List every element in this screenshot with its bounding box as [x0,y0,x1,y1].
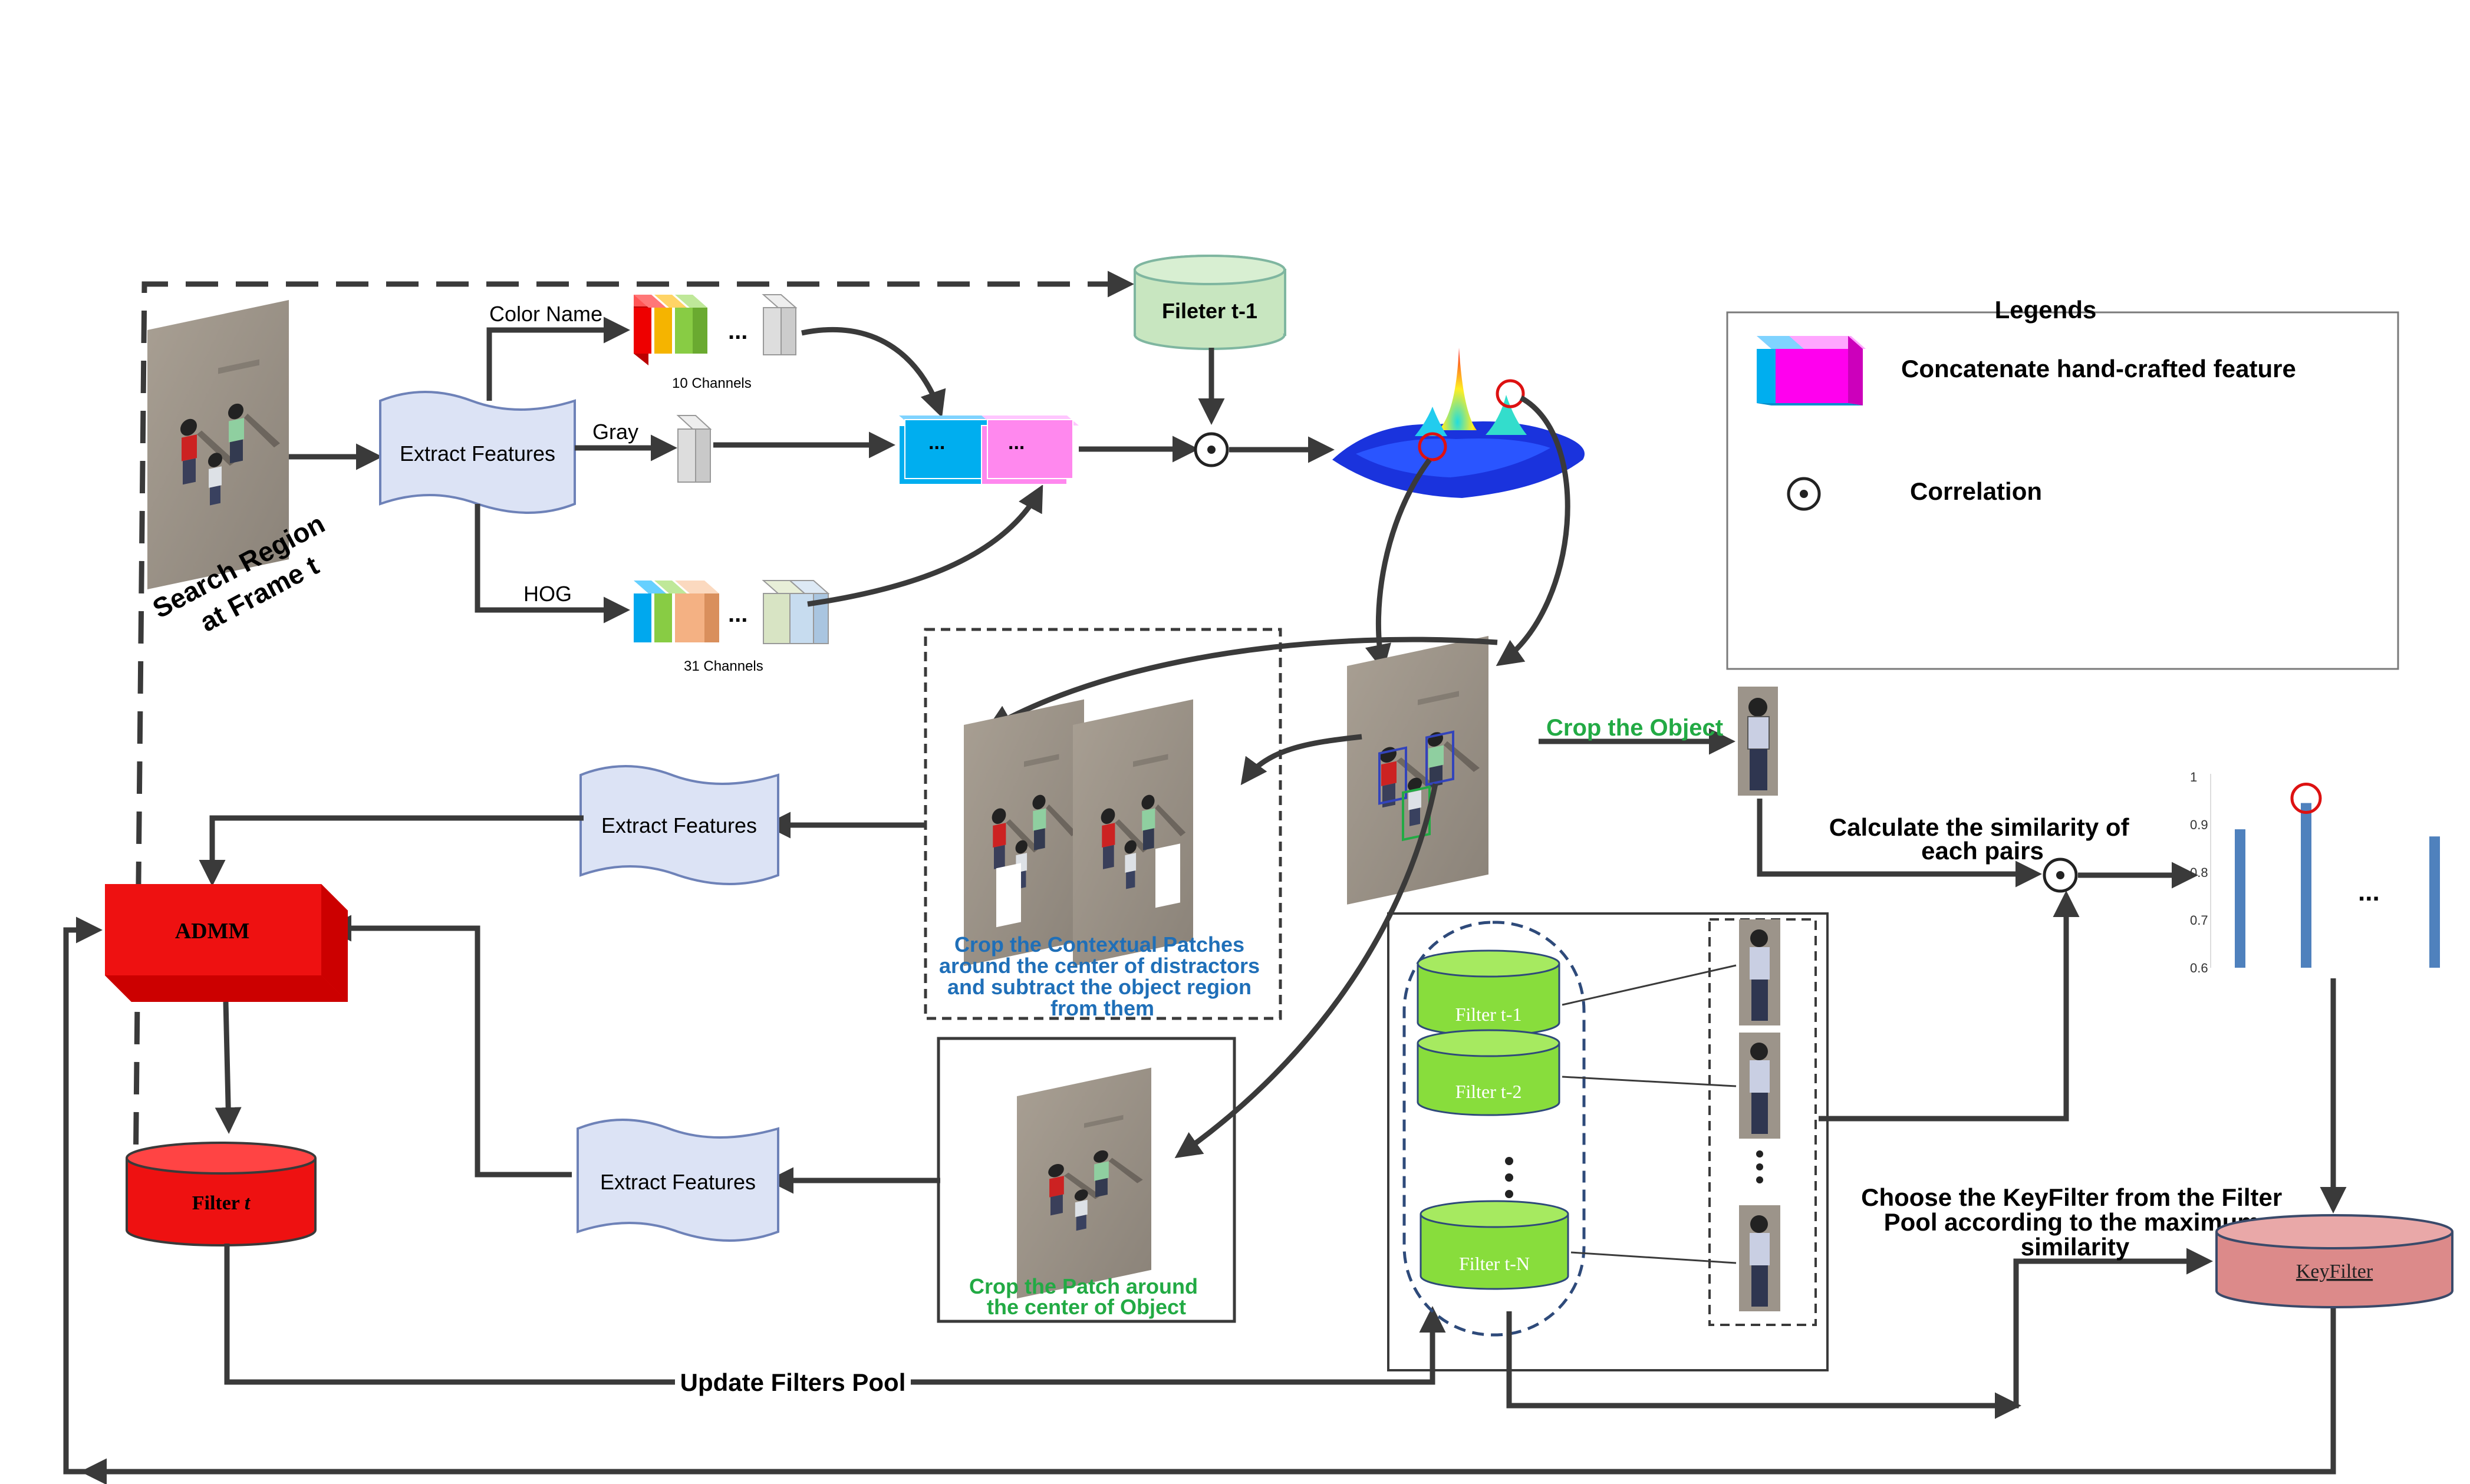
keyfilter-cylinder [2215,1214,2453,1308]
arrow-update-filters-pool [224,1244,1446,1385]
filter-prev-cylinder [1134,255,1286,350]
object-thumbnail-2 [1739,1033,1780,1139]
chart-tick-label: 0.6 [2190,961,2208,975]
arrow-mid-extract-to-admm [199,815,584,886]
branch-hog [475,504,630,624]
filter-pool-frame [1387,912,1829,1371]
similarity-caption: Calculate the similarity of each pairs [1829,813,2136,865]
arrow-pool-to-keyfilter [1506,1248,2213,1409]
filter-t1-label: Filter t-1 [1455,1004,1522,1025]
legend-title: Legends [1995,296,2097,324]
legend-concat-label: Concatenate hand-crafted feature [1901,355,2296,382]
arrow-frame-to-contextual-far [986,637,1498,731]
extract-features-label-mid: Extract Features [601,813,757,837]
filter-t-cylinder [126,1142,317,1246]
legend-correlation-icon [1787,477,1821,511]
arrow-response-to-frame-right [1496,395,1570,667]
filter-pool-dashed [1402,921,1586,1337]
channels-31-label: 31 Channels [684,658,763,674]
gray-label: Gray [592,420,638,444]
filter-t2-label: Filter t-2 [1455,1081,1522,1102]
arrow-keyfilter-to-admm [63,916,2336,1475]
object-patch-image [1017,1067,1151,1299]
correlation-icon-similarity [2043,858,2078,893]
concat-feature-block: ... ... [898,415,1079,485]
hog-label: HOG [523,582,572,606]
color-name-label: Color Name [489,302,602,326]
arrow-frame-to-patch [1174,783,1438,1159]
chart-bars [2235,783,2440,968]
filter-tn-cylinder [1420,1200,1569,1290]
arrow-bottom-extract-to-admm [325,915,572,1178]
filter-t-label: Filter t [192,1192,251,1214]
chart-tick-label: 1 [2190,770,2197,784]
extract-features-box-top [379,391,576,514]
color-name-cubes: ... [634,294,798,365]
hog-ellipsis: ... [728,601,747,627]
filter-t1-cylinder [1417,949,1560,1037]
color-name-ellipsis: ... [728,318,747,344]
contextual-patch-1 [964,699,1084,967]
contextual-patch-2 [1073,699,1193,967]
extract-features-label-bottom: Extract Features [600,1170,756,1194]
pair-link-3 [1570,1251,1737,1264]
chart-bar [2429,836,2440,968]
branch-color-name [486,316,630,401]
concat-ellipsis-pink: ... [1008,431,1025,454]
object-patch-caption: Crop the Patch around the center of Obje… [969,1274,1204,1319]
admm-label: ADMM [175,919,250,944]
pair-link-2 [1562,1076,1737,1087]
filter-prev-label: Fileter t-1 [1162,299,1257,323]
pair-link-1 [1562,964,1737,1006]
arrow-admm-to-filter [215,1001,242,1134]
extract-features-box-bottom [577,1119,779,1242]
contextual-caption: Crop the Contextual Patches around the c… [939,932,1266,1020]
hog-cubes: ... [634,580,830,644]
filter-t2-cylinder [1417,1029,1560,1116]
arrow-hog-to-concat [807,484,1043,607]
similarity-chart: 1 0.9 0.8 0.7 0.6 ... [2190,770,2440,975]
extract-features-box-mid [579,765,779,885]
keyfilter-label: KeyFilter [2296,1261,2373,1282]
object-thumbnail-1 [1739,919,1780,1025]
arrow-object-to-similarity [1757,799,2042,888]
object-thumbnail-3 [1739,1205,1780,1311]
chart-max-highlight [2290,783,2322,814]
chart-tick-label: 0.8 [2190,865,2208,880]
arrow-frame-to-contextual-near [1240,734,1362,786]
arrow-color-to-concat [801,327,946,418]
filter-pool-vertical-ellipsis [1505,1157,1513,1198]
gray-cube [676,415,712,483]
choose-keyfilter-caption: Choose the KeyFilter from the Filter Poo… [1861,1183,2289,1261]
chart-bar [2301,803,2311,968]
cropped-object-image [1738,687,1778,796]
extract-features-label-top: Extract Features [400,441,555,466]
filter-tn-label: Filter t-N [1459,1253,1530,1274]
concat-ellipsis-blue: ... [928,431,945,454]
response-map [1332,348,1585,498]
legend-concat-icon [1757,336,1866,405]
update-pool-label: Update Filters Pool [680,1368,906,1396]
thumbnail-vertical-ellipsis [1756,1150,1763,1183]
tracked-frame-image [1347,635,1488,905]
correlation-icon-top [1194,432,1229,467]
chart-ellipsis: ... [2358,878,2380,906]
chart-bar [2235,829,2245,968]
admm-block [105,884,348,1002]
dashed-loop [133,281,1120,1179]
legend-correlation-label: Correlation [1910,477,2042,505]
chart-tick-labels: 1 0.9 0.8 0.7 0.6 [2190,770,2208,975]
chart-tick-label: 0.7 [2190,913,2208,928]
arrow-thumbnails-to-similarity [1819,891,2080,1122]
channels-10-label: 10 Channels [672,375,752,391]
chart-tick-label: 0.9 [2190,817,2208,832]
crop-object-label: Crop the Object [1546,715,1723,741]
